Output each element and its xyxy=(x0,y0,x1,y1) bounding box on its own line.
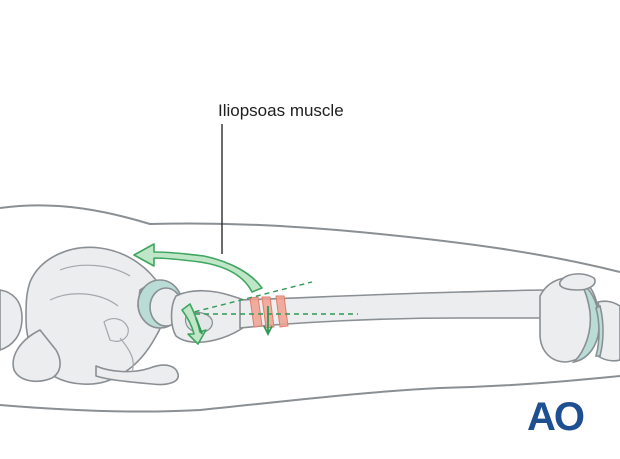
rotation-arrow-accent xyxy=(195,317,203,335)
patella xyxy=(558,273,596,291)
body-outline-upper xyxy=(0,204,620,273)
ilium-contour-1 xyxy=(59,264,131,277)
tibia xyxy=(594,300,620,362)
pelvis-inner-contours xyxy=(49,264,134,373)
distal-femur xyxy=(539,273,600,364)
ao-logo: AO xyxy=(527,395,584,439)
alignment-guides xyxy=(185,281,358,315)
ilium-wing xyxy=(25,246,167,385)
sacral-foramen xyxy=(103,318,129,342)
pull-arrow-body xyxy=(133,243,263,293)
ischium xyxy=(12,329,61,383)
guide-line-angled xyxy=(185,281,313,315)
body-outline-lower xyxy=(0,375,620,413)
fracture-band-3 xyxy=(275,295,289,328)
iliopsoas-pull-arrow xyxy=(133,243,263,293)
fracture-zone xyxy=(249,295,289,329)
rotation-arrow-body xyxy=(181,303,207,345)
body-outline xyxy=(0,204,620,413)
pelvis-left-edge xyxy=(0,289,23,351)
tibia-cartilage xyxy=(594,304,604,357)
ilium-contour-2 xyxy=(49,293,119,307)
pubic-ramus xyxy=(95,364,179,386)
pelvis xyxy=(0,246,180,386)
rotation-arrow xyxy=(181,303,207,345)
fracture-band-1 xyxy=(249,296,263,328)
insertion-pointer-arrow xyxy=(263,306,273,337)
iliopsoas-label: Iliopsoas muscle xyxy=(218,101,344,120)
ilium-contour-3 xyxy=(119,337,134,373)
